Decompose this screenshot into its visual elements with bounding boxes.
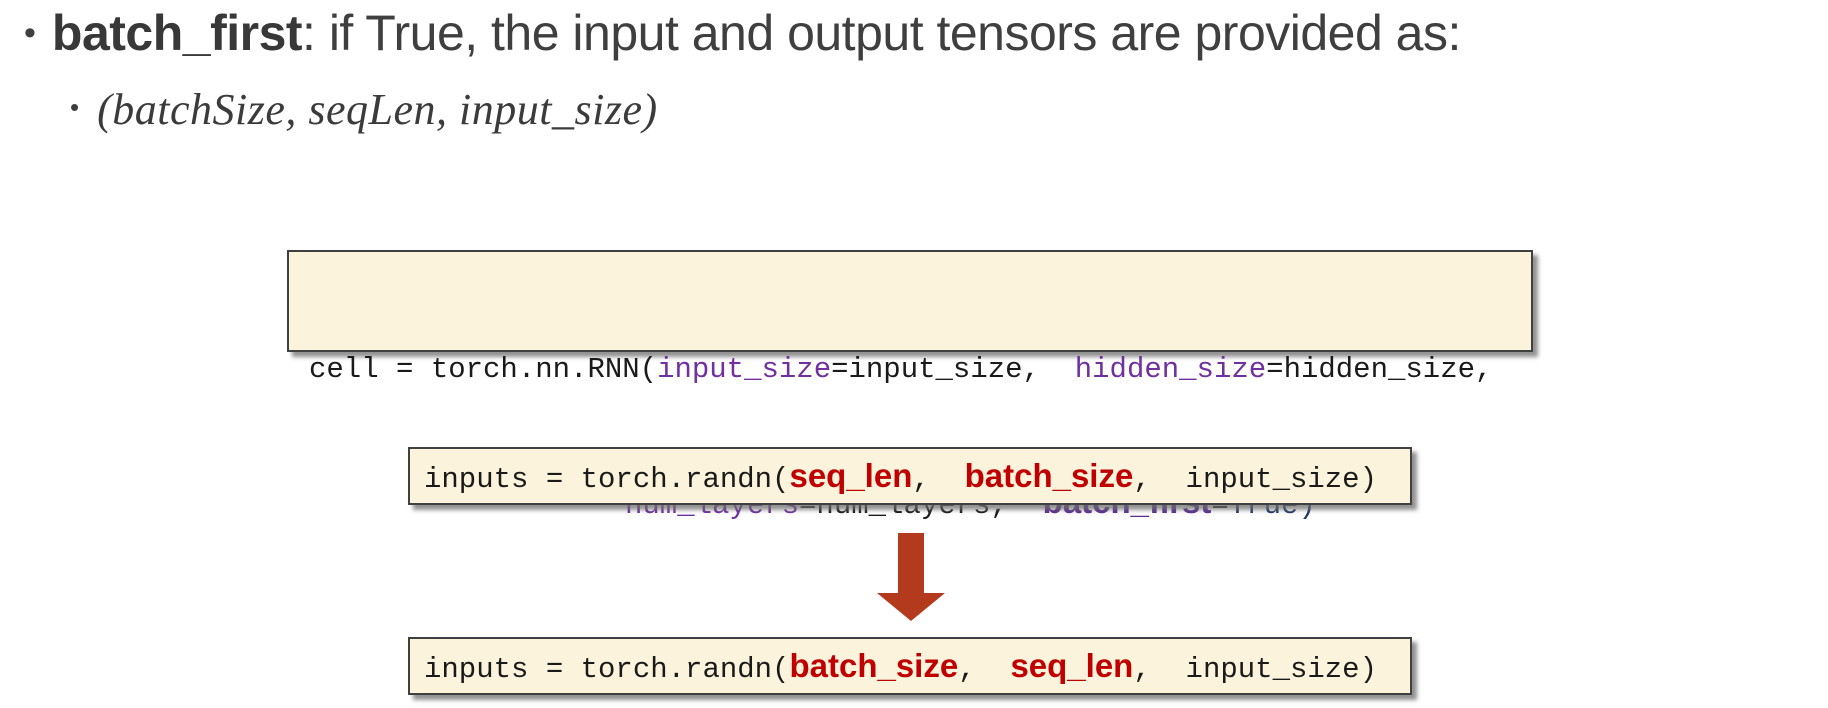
arrow-shaft [898, 533, 924, 593]
code-text: , [958, 652, 1011, 686]
arrow-head [877, 593, 945, 621]
code-keyword: input_size [657, 353, 832, 386]
code-text: , input_size) [1133, 652, 1377, 686]
code-text: inputs = torch.randn( [424, 462, 790, 496]
code-text: , input_size) [1133, 462, 1377, 496]
bullet-icon: • [24, 14, 36, 52]
tensor-shape-text: (batchSize, seqLen, input_size) [97, 85, 658, 134]
code-arg-highlight: seq_len [1010, 646, 1134, 684]
code-keyword: hidden_size [1074, 353, 1267, 386]
code-text: =hidden_size, [1266, 353, 1493, 386]
code-box-inputs-before: inputs = torch.randn(seq_len, batch_size… [408, 447, 1412, 505]
bullet-icon: • [70, 92, 80, 122]
title-rest: : if True, the input and output tensors … [302, 5, 1461, 61]
down-arrow-icon [877, 533, 945, 621]
code-line: cell = torch.nn.RNN(input_size=input_siz… [309, 348, 1531, 392]
code-arg-highlight: batch_size [964, 456, 1134, 494]
code-text: inputs = torch.randn( [424, 652, 790, 686]
code-line: inputs = torch.randn(batch_size, seq_len… [424, 647, 1377, 686]
code-line: inputs = torch.randn(seq_len, batch_size… [424, 457, 1377, 496]
code-box-rnn: cell = torch.nn.RNN(input_size=input_siz… [287, 250, 1533, 522]
page-title: batch_first: if True, the input and outp… [52, 4, 1461, 62]
code-text: , [912, 462, 965, 496]
code-text: =input_size, [831, 353, 1075, 386]
title-term: batch_first [51, 5, 303, 61]
title-line: • batch_first: if True, the input and ou… [24, 4, 1461, 62]
code-arg-highlight: batch_size [789, 646, 959, 684]
code-arg-highlight: seq_len [789, 456, 913, 494]
code-box-inputs-after: inputs = torch.randn(batch_size, seq_len… [408, 637, 1412, 695]
sub-bullet-line: • (batchSize, seqLen, input_size) [70, 84, 658, 135]
code-text: cell = torch.nn.RNN( [309, 353, 658, 386]
